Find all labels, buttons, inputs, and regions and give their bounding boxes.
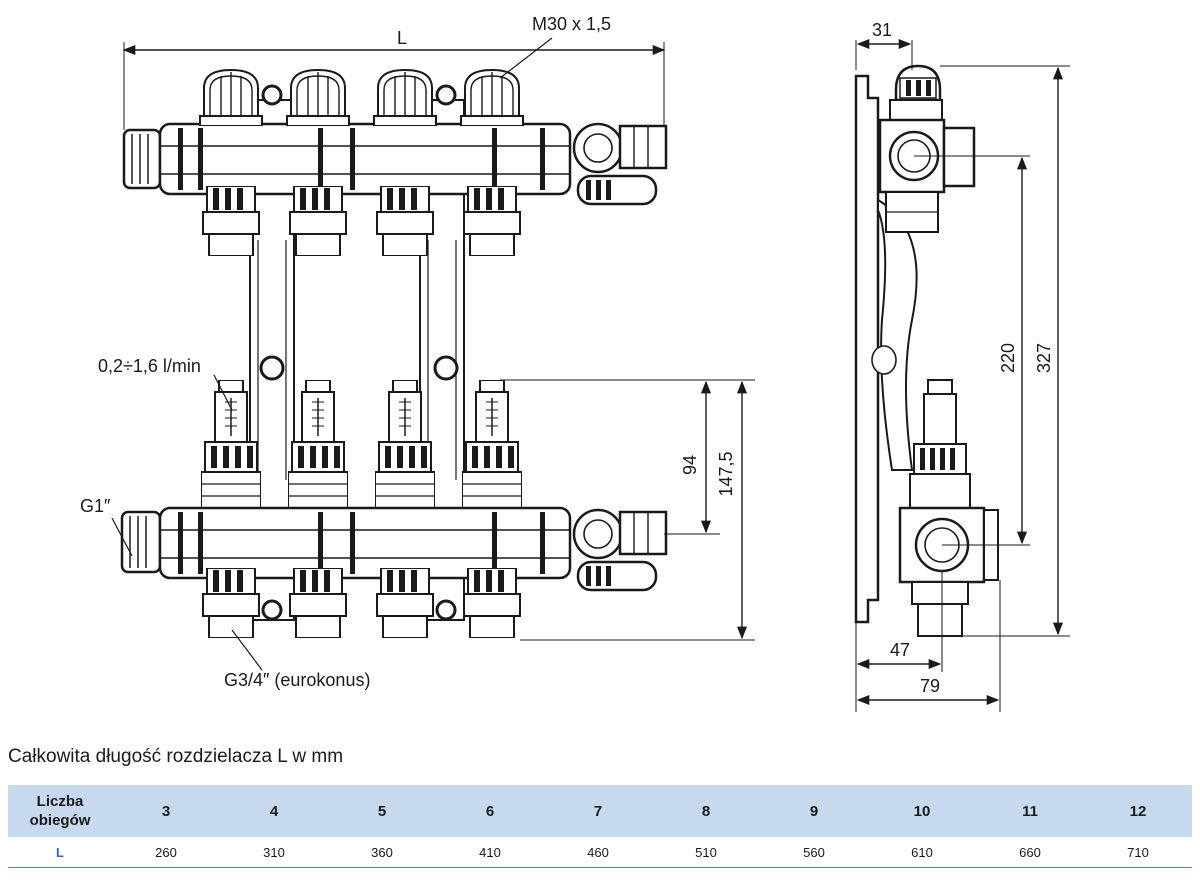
circuit-cell: 12 xyxy=(1084,785,1192,837)
length-cell: 310 xyxy=(220,837,328,868)
label-dim-79: 79 xyxy=(920,676,940,696)
label-dim-147: 147,5 xyxy=(716,451,736,496)
circuit-cell: 3 xyxy=(112,785,220,837)
front-view: L M30 x 1,5 0,2÷1,6 l/min G1″ G3/4″ (eur… xyxy=(80,14,755,690)
label-dim-220: 220 xyxy=(998,343,1018,373)
length-cell: 610 xyxy=(868,837,976,868)
top-manifold xyxy=(122,69,668,256)
circuit-cell: 7 xyxy=(544,785,652,837)
circuit-cell: 9 xyxy=(760,785,868,837)
length-cell: 260 xyxy=(112,837,220,868)
label-dim-47: 47 xyxy=(890,640,910,660)
length-cell: 410 xyxy=(436,837,544,868)
circuit-cell: 10 xyxy=(868,785,976,837)
label-flow-range: 0,2÷1,6 l/min xyxy=(98,356,201,376)
table-row: L 260 310 360 410 460 510 560 610 660 71… xyxy=(8,837,1192,868)
table-caption: Całkowita długość rozdzielacza L w mm xyxy=(8,746,344,767)
label-thread-top: M30 x 1,5 xyxy=(532,14,611,34)
length-table: Liczba obiegów 3 4 5 6 7 8 9 10 11 12 L … xyxy=(8,785,1192,868)
label-dim-94: 94 xyxy=(680,455,700,475)
circuit-cell: 8 xyxy=(652,785,760,837)
circuit-cell: 6 xyxy=(436,785,544,837)
header-label-line2: obiegów xyxy=(29,812,91,829)
length-cell: 660 xyxy=(976,837,1084,868)
circuit-cell: 4 xyxy=(220,785,328,837)
manifold-technical-drawing: L M30 x 1,5 0,2÷1,6 l/min G1″ G3/4″ (eur… xyxy=(80,14,1070,712)
header-label-cell: Liczba obiegów xyxy=(8,785,112,837)
length-cell: 710 xyxy=(1084,837,1192,868)
length-cell: 460 xyxy=(544,837,652,868)
label-dim-327: 327 xyxy=(1034,343,1054,373)
row-label-cell: L xyxy=(8,837,112,868)
length-cell: 360 xyxy=(328,837,436,868)
circuit-cell: 5 xyxy=(328,785,436,837)
length-cell: 510 xyxy=(652,837,760,868)
label-inlet-thread: G1″ xyxy=(80,496,111,516)
side-view: 31 220 327 47 79 xyxy=(854,20,1070,712)
header-label-line1: Liczba xyxy=(36,793,84,810)
circuit-cell: 11 xyxy=(976,785,1084,837)
label-dim-31: 31 xyxy=(872,20,892,40)
label-length: L xyxy=(397,28,407,48)
bottom-manifold xyxy=(120,380,668,638)
table-header-row: Liczba obiegów 3 4 5 6 7 8 9 10 11 12 xyxy=(8,785,1192,837)
label-outlet-thread: G3/4″ (eurokonus) xyxy=(224,670,370,690)
length-cell: 560 xyxy=(760,837,868,868)
